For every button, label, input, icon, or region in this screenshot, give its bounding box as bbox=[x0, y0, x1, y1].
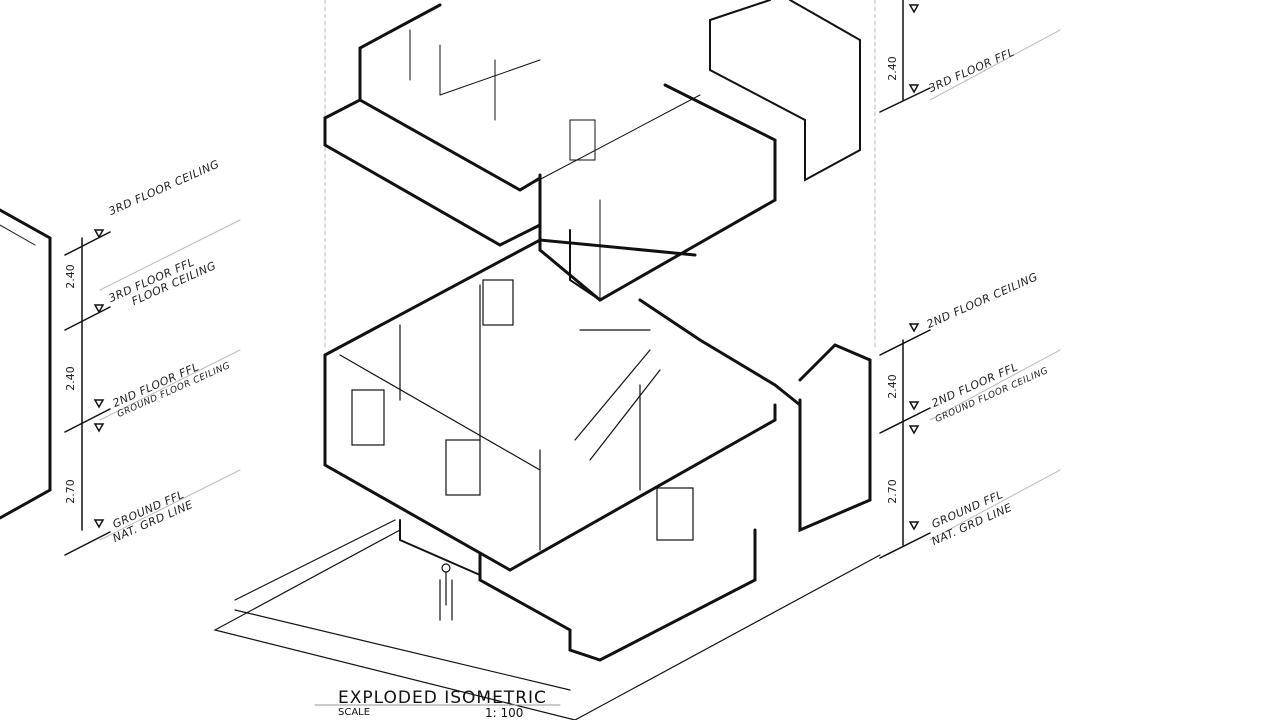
left-dimension-chain bbox=[64, 229, 111, 556]
dimension-value: 2.70 bbox=[63, 479, 77, 504]
scale-label: SCALE bbox=[338, 707, 371, 718]
dimension-value: 2.40 bbox=[63, 264, 77, 289]
drawing-title: EXPLODED ISOMETRIC bbox=[338, 688, 547, 708]
dimension-value: 2.40 bbox=[63, 366, 77, 391]
dimension-value: 2.40 bbox=[885, 56, 899, 81]
dimension-value: 2.40 bbox=[885, 374, 899, 399]
ground-plane bbox=[213, 519, 881, 720]
guide-lines bbox=[99, 0, 1061, 541]
left-block bbox=[0, 208, 52, 520]
dimension-value: 2.70 bbox=[885, 479, 899, 504]
upper-floor bbox=[323, 0, 861, 302]
right-dimension-chain bbox=[879, 0, 931, 559]
human-figure bbox=[439, 563, 453, 621]
lower-floor bbox=[323, 238, 872, 662]
scale-value: 1: 100 bbox=[485, 706, 524, 720]
